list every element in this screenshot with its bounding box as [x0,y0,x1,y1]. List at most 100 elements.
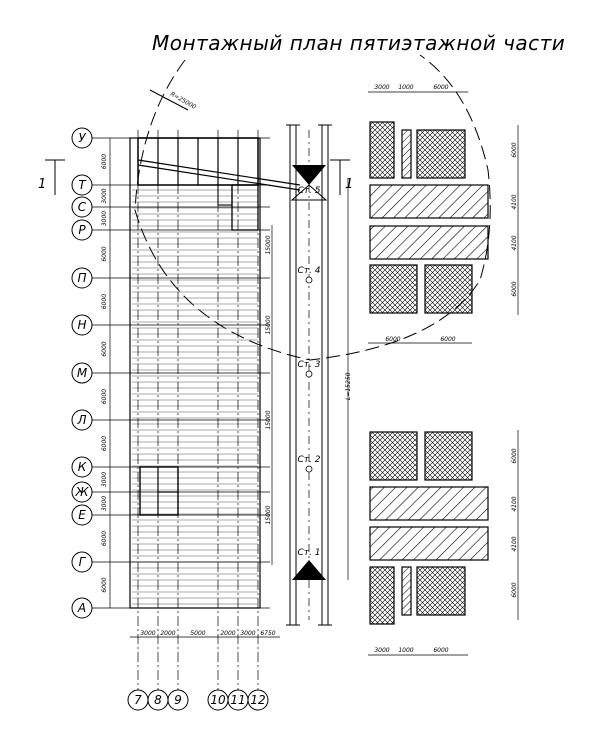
col-dim-label: 5000 [190,630,205,637]
row-axis-circle [71,481,93,503]
crane-stands: Ст. 5Ст. 4Ст. 3Ст. 2Ст. 1 [298,186,321,558]
col-axis-label: 9 [174,693,182,707]
storage-right-dim: 6000 [511,448,518,463]
row-dim-label: 6000 [101,246,108,261]
height-label: L=15250 [345,372,352,400]
storage-pile-h [369,431,418,481]
row-axis-circle [71,267,93,289]
row-axis-circle [71,409,93,431]
row-axis-label: Р [78,223,86,237]
storage-pile-n [416,566,466,616]
row-axis-label: А [77,601,86,615]
svg-text:1: 1 [38,177,46,192]
crane-reach-arc [134,54,491,361]
crane-boom-line-a [137,159,301,186]
row-axis-label: Е [78,508,86,522]
storage-pile-i [424,431,473,481]
storage-pile-g [424,264,473,314]
crane-track [286,124,332,626]
row-dim-label: 3000 [101,496,108,511]
track-stop-top [292,165,326,185]
row-axis-circle [71,456,93,478]
col-axis-label: 7 [134,693,142,707]
row-grid-lines [92,137,270,609]
storage-pile-c [416,129,466,179]
row-axis-label: У [78,131,86,145]
row-axis-circle [71,551,93,573]
row-dim-label: 6000 [101,389,108,404]
row-axis-label: С [78,200,87,214]
storage-right-dim: 4100 [511,496,518,511]
row-dim-label: 6000 [101,436,108,451]
svg-text:1: 1 [345,177,353,192]
storage-mid-dim: 6000 [440,336,455,343]
stair-block-top [231,184,259,231]
storage-area-bottom [369,431,489,625]
storage-pile-f [369,264,418,314]
row-axis-label: Т [78,178,87,192]
stand-marker [305,370,313,378]
row-dim-label: 3000 [101,211,108,226]
storage-top-dim: 3000 [374,84,389,91]
storage-right-dim: 6000 [511,142,518,157]
row-dim-label: 6000 [101,154,108,169]
storage-top-dim: 1000 [398,84,413,91]
track-dim-label: 15000 [265,315,272,334]
storage-pile-j [369,486,489,521]
storage-pile-a [369,121,395,179]
row-axis-label: К [78,460,87,474]
row-dim-label: 6000 [101,341,108,356]
column-dimensions: 3000 2000 5000 2000 3000 6750 [130,630,280,638]
top-frame-posts [157,138,239,185]
row-dim-label: 6000 [101,577,108,592]
col-axis-circle [247,689,269,711]
row-axis-label: Ж [75,485,90,499]
col-dim-label: 3000 [240,630,255,637]
storage-right-dim: 4100 [511,235,518,250]
col-dim-label: 2000 [160,630,175,637]
row-axis-circle [71,504,93,526]
col-dim-label: 2000 [220,630,235,637]
storage-right-dim: 6000 [511,281,518,296]
storage-dim-lines [368,91,519,656]
col-dim-label: 3000 [140,630,155,637]
row-axis-label: М [77,366,88,380]
row-axis-label: Л [76,413,86,427]
section-mark-left: 1 [38,159,65,195]
row-axis-circle [71,127,93,149]
track-dim-label: 15000 [265,505,272,524]
row-axis-circle [71,362,93,384]
stand-label: Ст. 3 [298,360,321,370]
storage-pile-d [369,184,489,219]
storage-pile-m [401,566,412,616]
stand-label: Ст. 4 [298,266,321,276]
track-dim-label: 15000 [265,235,272,254]
stand-marker [305,465,313,473]
row-dim-label: 3000 [101,472,108,487]
row-axis-circle [71,196,93,218]
storage-right-dim: 4100 [511,194,518,209]
stair-block-bottom [139,466,179,516]
row-dim-label: 6000 [101,294,108,309]
storage-bottom-dim: 3000 [374,647,389,654]
row-axis-label: Г [79,555,87,569]
col-axis-circle [167,689,189,711]
storage-pile-l [369,566,395,625]
section-mark-right: 1 [330,159,353,195]
row-dim-label: 3000 [101,188,108,203]
plan-title: Монтажный план пятиэтажной части [152,31,565,55]
track-dim-label: 15000 [265,410,272,429]
row-axis-label: П [77,271,86,285]
stand-label: Ст. 2 [298,455,321,465]
row-axis-circle [71,174,93,196]
row-axis-circle [71,219,93,241]
track-stop-top-outline [290,184,328,201]
row-axis-circle [71,314,93,336]
stand-marker [305,276,313,284]
radius-pointer [149,89,189,111]
col-dim-label: 6750 [260,630,275,637]
